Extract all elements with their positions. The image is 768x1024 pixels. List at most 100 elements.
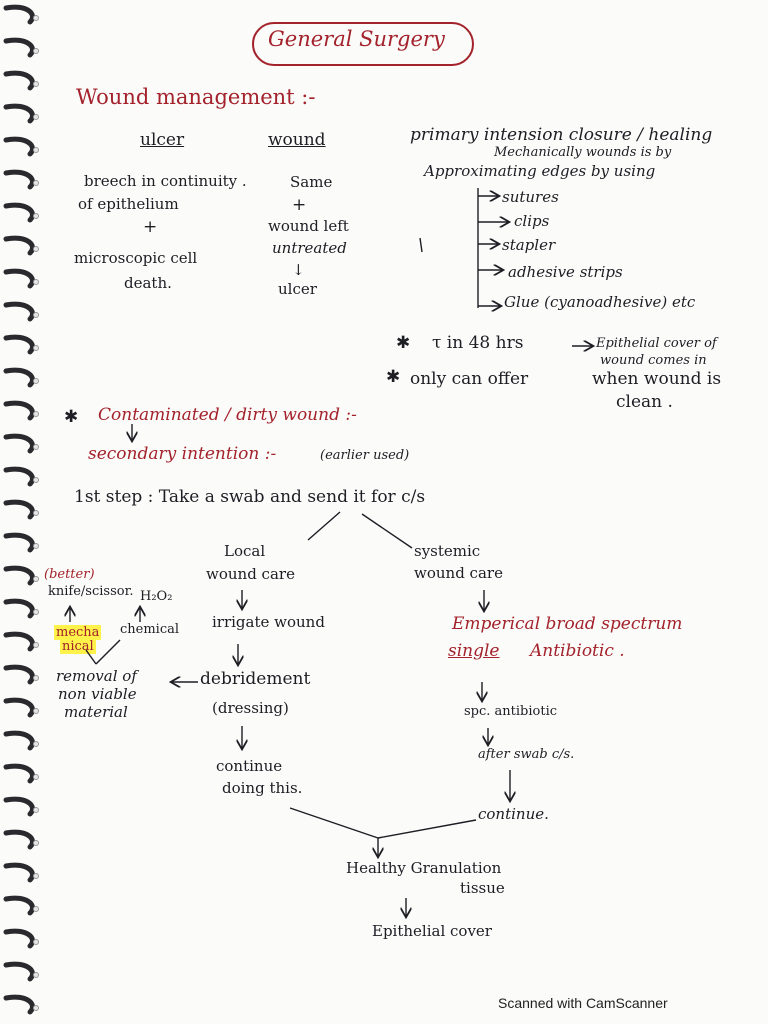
- systemic-step: Emperical broad spectrum: [452, 614, 683, 634]
- spiral-ring: [3, 664, 35, 685]
- spiral-ring: [3, 301, 35, 322]
- punch-hole: [33, 378, 39, 384]
- closure-method: stapler: [502, 236, 556, 254]
- page-title: General Surgery: [268, 27, 445, 51]
- ulcer-text: microscopic cell: [74, 249, 198, 267]
- spiral-ring: [3, 70, 35, 91]
- spiral-ring: [3, 103, 35, 124]
- spiral-ring: [3, 499, 35, 520]
- wound-plus: +: [292, 195, 307, 215]
- systemic-title: wound care: [414, 564, 503, 582]
- punch-hole: [33, 873, 39, 879]
- removal-chemical: chemical: [120, 622, 180, 637]
- punch-hole: [33, 477, 39, 483]
- spiral-ring: [3, 994, 35, 1015]
- removal-note: (better): [44, 567, 95, 582]
- primary-text: Mechanically wounds is by: [494, 145, 672, 160]
- removal-h2o2: H₂O₂: [140, 589, 173, 604]
- spiral-ring: [3, 169, 35, 190]
- outcome-text: tissue: [460, 879, 505, 897]
- systemic-step: Antibiotic .: [530, 641, 625, 661]
- punch-hole: [33, 411, 39, 417]
- wound-header: wound: [268, 130, 326, 150]
- note-text: only can offer: [410, 369, 529, 389]
- spiral-ring: [3, 730, 35, 751]
- title-frame: [252, 22, 474, 66]
- spiral-ring: [3, 37, 35, 58]
- punch-hole: [33, 543, 39, 549]
- spiral-ring: [3, 961, 35, 982]
- systemic-step: continue.: [478, 805, 549, 823]
- closure-method: adhesive strips: [508, 263, 623, 281]
- spiral-ring: [3, 268, 35, 289]
- ulcer-header: ulcer: [140, 130, 185, 150]
- spiral-ring: [3, 862, 35, 883]
- punch-hole: [33, 642, 39, 648]
- secondary-note: (earlier used): [320, 448, 410, 463]
- star-icon: ✱: [64, 407, 79, 427]
- punch-hole: [33, 906, 39, 912]
- note-text: clean .: [616, 392, 673, 412]
- secondary-intention: secondary intention :-: [88, 444, 277, 464]
- ulcer-text: of epithelium: [78, 195, 179, 213]
- spiral-ring: [3, 202, 35, 223]
- local-title: Local: [224, 542, 266, 560]
- spiral-ring: [3, 334, 35, 355]
- outcome-text: Epithelial cover: [372, 922, 492, 940]
- punch-hole: [33, 147, 39, 153]
- wound-text: wound left: [268, 217, 349, 235]
- local-step: continue: [216, 757, 283, 775]
- punch-hole: [33, 807, 39, 813]
- outcome-text: Healthy Granulation: [346, 859, 502, 877]
- punch-hole: [33, 840, 39, 846]
- punch-hole: [33, 114, 39, 120]
- spiral-binding: [3, 4, 39, 1015]
- star-icon: ✱: [386, 367, 401, 387]
- punch-hole: [33, 312, 39, 318]
- local-step: debridement: [200, 669, 311, 689]
- spiral-ring: [3, 367, 35, 388]
- systemic-step: after swab c/s.: [478, 747, 575, 762]
- punch-hole: [33, 180, 39, 186]
- spiral-ring: [3, 829, 35, 850]
- spiral-ring: [3, 532, 35, 553]
- local-step: doing this.: [222, 779, 303, 797]
- wound-text: Same: [290, 173, 333, 191]
- ulcer-plus: +: [143, 217, 158, 237]
- spiral-ring: [3, 565, 35, 586]
- punch-hole: [33, 345, 39, 351]
- spiral-ring: [3, 598, 35, 619]
- spiral-ring: [3, 466, 35, 487]
- spiral-ring: [3, 400, 35, 421]
- note-text: Epithelial cover of: [596, 336, 717, 351]
- scanner-watermark: Scanned with CamScanner: [498, 995, 668, 1011]
- spiral-ring: [3, 631, 35, 652]
- contaminated-heading: Contaminated / dirty wound :-: [98, 405, 357, 425]
- removal-text: material: [64, 703, 128, 721]
- wound-arrow: ↓: [292, 261, 305, 279]
- punch-hole: [33, 444, 39, 450]
- punch-hole: [33, 15, 39, 21]
- punch-hole: [33, 48, 39, 54]
- removal-mechanical: mecha: [54, 625, 102, 640]
- punch-hole: [33, 972, 39, 978]
- star-icon: ✱: [396, 333, 411, 353]
- first-step: 1st step : Take a swab and send it for c…: [74, 487, 426, 507]
- wound-text: ulcer: [278, 280, 317, 298]
- punch-hole: [33, 246, 39, 252]
- wound-text: untreated: [272, 239, 347, 257]
- systemic-step: single: [448, 641, 500, 661]
- punch-hole: [33, 774, 39, 780]
- spiral-ring: [3, 796, 35, 817]
- systemic-step: spc. antibiotic: [464, 704, 558, 719]
- removal-text: non viable: [58, 685, 137, 703]
- spiral-ring: [3, 235, 35, 256]
- spiral-ring: [3, 928, 35, 949]
- local-title: wound care: [206, 565, 295, 583]
- punch-hole: [33, 609, 39, 615]
- primary-intention: primary intension closure / healing: [410, 125, 713, 145]
- ulcer-text: breech in continuity .: [84, 172, 247, 190]
- ulcer-text: death.: [124, 274, 172, 292]
- removal-text: removal of: [56, 667, 137, 685]
